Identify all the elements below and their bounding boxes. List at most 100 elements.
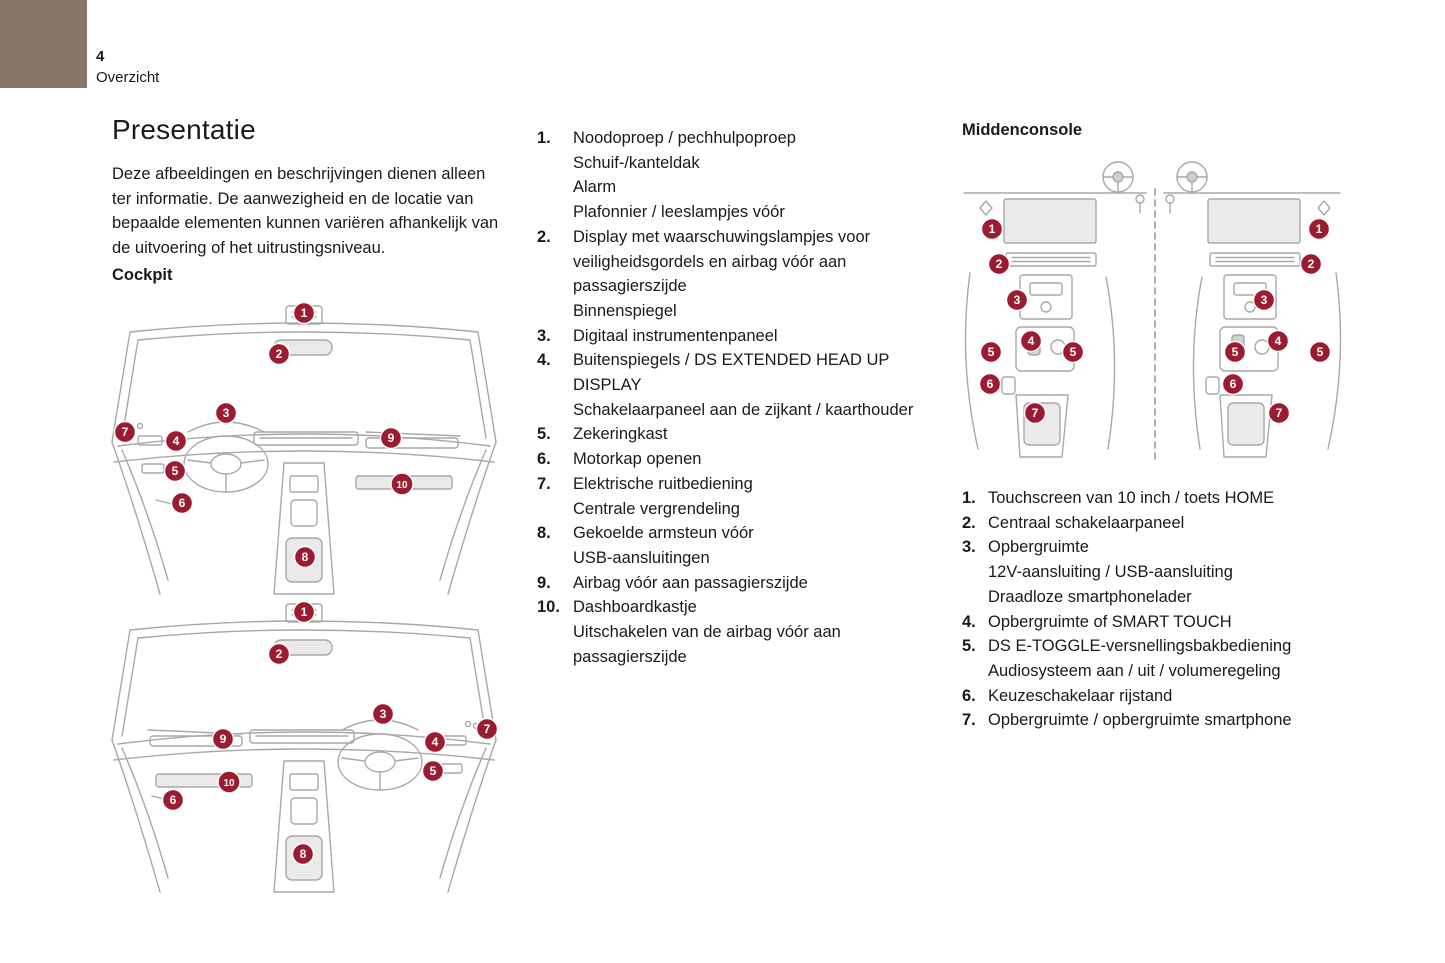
- marker-9: 9: [211, 727, 235, 751]
- marker-6: 6: [161, 788, 185, 812]
- item-text: Centraal schakelaarpaneel: [988, 511, 1340, 536]
- list-item: 7. Elektrische ruitbediening Centrale ve…: [537, 472, 939, 521]
- marker-5: 5: [1223, 340, 1247, 364]
- list-item: 7. Opbergruimte / opbergruimte smartphon…: [962, 708, 1340, 733]
- svg-text:4: 4: [1275, 334, 1282, 348]
- marker-2: 2: [1299, 252, 1323, 276]
- console-legend-list: 1. Touchscreen van 10 inch / toets HOME …: [962, 486, 1340, 733]
- item-number: 5.: [962, 637, 976, 656]
- marker-6: 6: [1221, 372, 1245, 396]
- list-item: 5. DS E-TOGGLE-versnellingsbakbediening …: [962, 634, 1340, 683]
- item-line: Schuif-/kanteldak: [573, 153, 700, 172]
- marker-5: 5: [979, 340, 1003, 364]
- marker-4: 4: [1019, 329, 1043, 353]
- marker-5: 5: [163, 459, 187, 483]
- svg-text:6: 6: [179, 496, 186, 510]
- item-text: Elektrische ruitbediening Centrale vergr…: [573, 472, 939, 521]
- list-item: 8. Gekoelde armsteun vóór USB-aansluitin…: [537, 521, 939, 570]
- item-line: Airbag vóór aan passagierszijde: [573, 573, 808, 592]
- marker-8: 8: [293, 545, 317, 569]
- cockpit-heading: Cockpit: [112, 266, 173, 284]
- svg-text:6: 6: [1230, 377, 1237, 391]
- svg-text:7: 7: [1032, 406, 1039, 420]
- item-text: Touchscreen van 10 inch / toets HOME: [988, 486, 1340, 511]
- svg-text:4: 4: [1028, 334, 1035, 348]
- list-item: 6. Motorkap openen: [537, 447, 939, 472]
- svg-text:3: 3: [1261, 293, 1268, 307]
- marker-5: 5: [1308, 340, 1332, 364]
- item-number: 6.: [962, 686, 976, 705]
- marker-1: 1: [292, 301, 316, 325]
- console-heading: Middenconsole: [962, 121, 1083, 139]
- svg-text:6: 6: [987, 377, 994, 391]
- list-item: 6. Keuzeschakelaar rijstand: [962, 684, 1340, 709]
- svg-text:2: 2: [276, 647, 283, 661]
- marker-7: 7: [1267, 401, 1291, 425]
- svg-text:4: 4: [173, 434, 180, 448]
- list-item: 10. Dashboardkastje Uitschakelen van de …: [537, 595, 939, 669]
- marker-2: 2: [267, 642, 291, 666]
- item-number: 4.: [537, 351, 551, 370]
- item-text: Zekeringkast: [573, 422, 939, 447]
- item-text: DS E-TOGGLE-versnellingsbakbediening Aud…: [988, 634, 1340, 683]
- marker-3: 3: [1252, 288, 1276, 312]
- svg-text:3: 3: [223, 406, 230, 420]
- item-number: 7.: [537, 474, 551, 493]
- item-line: Keuzeschakelaar rijstand: [988, 686, 1173, 705]
- marker-5: 5: [421, 759, 445, 783]
- item-line: Centraal schakelaarpaneel: [988, 513, 1185, 532]
- steering-wheel-icon: [1176, 161, 1208, 193]
- svg-text:3: 3: [1014, 293, 1021, 307]
- marker-2: 2: [987, 252, 1011, 276]
- svg-text:8: 8: [302, 550, 309, 564]
- diamond-icon: [1317, 200, 1331, 216]
- right-console-sketch: [1192, 198, 1342, 458]
- windshield-sketch: [111, 620, 497, 741]
- cockpit-diagram-bottom: 1 2 3 4 5 6 7 8 9 10: [111, 600, 499, 893]
- item-line: Display met waarschuwingslampjes voor ve…: [573, 227, 871, 296]
- item-text: Gekoelde armsteun vóór USB-aansluitingen: [573, 521, 939, 570]
- item-number: 6.: [537, 450, 551, 469]
- item-number: 1.: [537, 129, 551, 147]
- marker-3: 3: [1005, 288, 1029, 312]
- marker-8: 8: [291, 842, 315, 866]
- item-line: Centrale vergrendeling: [573, 499, 740, 518]
- svg-text:2: 2: [1308, 257, 1315, 271]
- item-line: Digitaal instrumentenpaneel: [573, 326, 778, 345]
- item-number: 10.: [537, 598, 560, 617]
- list-item: 2. Centraal schakelaarpaneel: [962, 511, 1340, 536]
- item-text: Display met waarschuwingslampjes voor ve…: [573, 225, 939, 324]
- list-item: 4. Buitenspiegels / DS EXTENDED HEAD UP …: [537, 348, 939, 422]
- console-sketch: [963, 161, 1342, 464]
- marker-9: 9: [379, 426, 403, 450]
- svg-text:7: 7: [484, 722, 491, 736]
- item-line: Dashboardkastje: [573, 598, 697, 617]
- marker-3: 3: [371, 702, 395, 726]
- left-door-sketch: [111, 422, 173, 595]
- item-line: Audiosysteem aan / uit / volumeregeling: [988, 661, 1281, 680]
- marker-6: 6: [170, 491, 194, 515]
- marker-1: 1: [1307, 217, 1331, 241]
- svg-text:7: 7: [1276, 406, 1283, 420]
- item-line: Schakelaarpaneel aan de zijkant / kaarth…: [573, 400, 914, 419]
- marker-10: 10: [390, 472, 414, 496]
- list-item: 3. Opbergruimte 12V-aansluiting / USB-aa…: [962, 535, 1340, 609]
- marker-2: 2: [267, 342, 291, 366]
- item-text: Buitenspiegels / DS EXTENDED HEAD UP DIS…: [573, 348, 939, 422]
- svg-text:4: 4: [432, 735, 439, 749]
- marker-7: 7: [1023, 401, 1047, 425]
- item-line: Zekeringkast: [573, 425, 668, 444]
- marker-6: 6: [978, 372, 1002, 396]
- marker-4: 4: [1266, 329, 1290, 353]
- item-line: Alarm: [573, 178, 617, 197]
- item-number: 1.: [962, 489, 976, 507]
- svg-text:5: 5: [430, 764, 437, 778]
- item-number: 4.: [962, 612, 976, 631]
- svg-text:5: 5: [172, 464, 179, 478]
- item-line: Motorkap openen: [573, 450, 702, 469]
- sensor-icon: [1135, 194, 1175, 214]
- marker-1: 1: [980, 217, 1004, 241]
- item-text: Motorkap openen: [573, 447, 939, 472]
- svg-text:7: 7: [122, 425, 129, 439]
- center-console-sketch: [273, 760, 335, 893]
